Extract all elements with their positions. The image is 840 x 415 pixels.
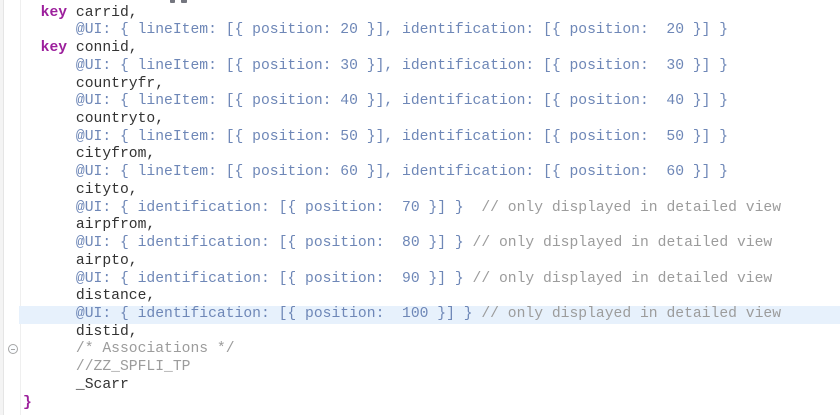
code-line[interactable]: cityfrom, <box>19 146 840 164</box>
code-line[interactable]: countryfr, <box>19 76 840 94</box>
whitespace-token <box>23 182 76 198</box>
comment-token: // only displayed in detailed view <box>463 199 782 216</box>
code-line[interactable]: @UI: { identification: [{ position: 90 }… <box>19 271 840 289</box>
whitespace-token <box>23 253 76 269</box>
code-line[interactable]: key connid, <box>19 40 840 58</box>
annotation-token: @UI: { lineItem: [{ position: 20 }], ide… <box>75 22 729 39</box>
whitespace-token <box>23 359 76 375</box>
code-line[interactable]: airpfrom, <box>19 217 840 235</box>
code-line[interactable]: distid, <box>19 324 840 342</box>
identifier-token: airpto, <box>75 252 138 269</box>
whitespace-token <box>23 76 76 92</box>
identifier-token: cityto, <box>75 181 138 198</box>
code-line[interactable]: distance, <box>19 288 840 306</box>
whitespace-token <box>23 324 76 340</box>
whitespace-token <box>23 22 76 38</box>
whitespace-token <box>23 164 76 180</box>
code-line[interactable]: @UI: { lineItem: [{ position: 30 }], ide… <box>19 58 840 76</box>
keyword-token: key <box>40 4 68 21</box>
comment-token: /* Associations */ <box>75 341 235 358</box>
brace-token: } <box>23 394 32 411</box>
identifier-token: connid, <box>67 40 138 57</box>
code-line[interactable]: _Scarr <box>19 377 840 395</box>
whitespace-token <box>23 341 76 357</box>
whitespace-token <box>23 129 76 145</box>
whitespace-token <box>23 40 41 56</box>
whitespace-token <box>23 58 76 74</box>
whitespace-token <box>23 377 76 393</box>
whitespace-token <box>23 5 41 21</box>
code-line[interactable]: countryto, <box>19 111 840 129</box>
whitespace-token <box>23 146 76 162</box>
code-line[interactable]: @UI: { lineItem: [{ position: 40 }], ide… <box>19 93 840 111</box>
code-line[interactable]: @UI: { identification: [{ position: 80 }… <box>19 235 840 253</box>
clipped-glyph <box>170 0 175 3</box>
code-line[interactable]: key carrid, <box>19 5 840 23</box>
fold-collapse-icon[interactable] <box>8 344 18 354</box>
identifier-token: cityfrom, <box>75 146 156 163</box>
whitespace-token <box>23 93 76 109</box>
code-line[interactable]: @UI: { lineItem: [{ position: 50 }], ide… <box>19 129 840 147</box>
whitespace-token <box>23 235 76 251</box>
whitespace-token <box>23 306 76 322</box>
clipped-glyph <box>181 0 187 3</box>
whitespace-token <box>23 111 76 127</box>
annotation-token: @UI: { lineItem: [{ position: 60 }], ide… <box>75 164 729 181</box>
code-line[interactable]: //ZZ_SPFLI_TP <box>19 359 840 377</box>
identifier-token: airpfrom, <box>75 217 156 234</box>
whitespace-token <box>23 271 76 287</box>
identifier-token: _Scarr <box>75 376 129 393</box>
comment-token: //ZZ_SPFLI_TP <box>75 359 191 376</box>
identifier-token: distid, <box>75 323 138 340</box>
code-line[interactable]: airpto, <box>19 253 840 271</box>
code-line[interactable]: cityto, <box>19 182 840 200</box>
keyword-token: key <box>40 40 68 57</box>
left-ruler <box>0 0 4 415</box>
identifier-token: countryto, <box>75 111 165 128</box>
code-line[interactable]: @UI: { identification: [{ position: 70 }… <box>19 200 840 218</box>
annotation-token: @UI: { lineItem: [{ position: 40 }], ide… <box>75 93 729 110</box>
whitespace-token <box>23 217 76 233</box>
code-line[interactable]: @UI: { lineItem: [{ position: 60 }], ide… <box>19 164 840 182</box>
code-line[interactable]: @UI: { lineItem: [{ position: 20 }], ide… <box>19 22 840 40</box>
identifier-token: countryfr, <box>75 75 165 92</box>
comment-token: // only displayed in detailed view <box>472 305 782 322</box>
identifier-token: distance, <box>75 288 156 305</box>
comment-token: // only displayed in detailed view <box>463 270 773 287</box>
minus-glyph <box>11 349 15 350</box>
annotation-token: @UI: { identification: [{ position: 80 }… <box>75 235 464 252</box>
annotation-token: @UI: { lineItem: [{ position: 50 }], ide… <box>75 128 729 145</box>
code-area[interactable]: key carrid, @UI: { lineItem: [{ position… <box>19 0 840 412</box>
whitespace-token <box>23 288 76 304</box>
annotation-token: @UI: { lineItem: [{ position: 30 }], ide… <box>75 57 729 74</box>
gutter-separator <box>20 0 21 415</box>
code-line[interactable]: @UI: { identification: [{ position: 100 … <box>19 305 840 324</box>
identifier-token: carrid, <box>67 4 138 21</box>
code-line[interactable]: /* Associations */ <box>19 341 840 359</box>
annotation-token: @UI: { identification: [{ position: 70 }… <box>75 199 464 216</box>
annotation-token: @UI: { identification: [{ position: 100 … <box>75 305 473 322</box>
comment-token: // only displayed in detailed view <box>463 235 773 252</box>
code-line[interactable]: } <box>19 395 840 413</box>
whitespace-token <box>23 200 76 216</box>
annotation-token: @UI: { identification: [{ position: 90 }… <box>75 270 464 287</box>
